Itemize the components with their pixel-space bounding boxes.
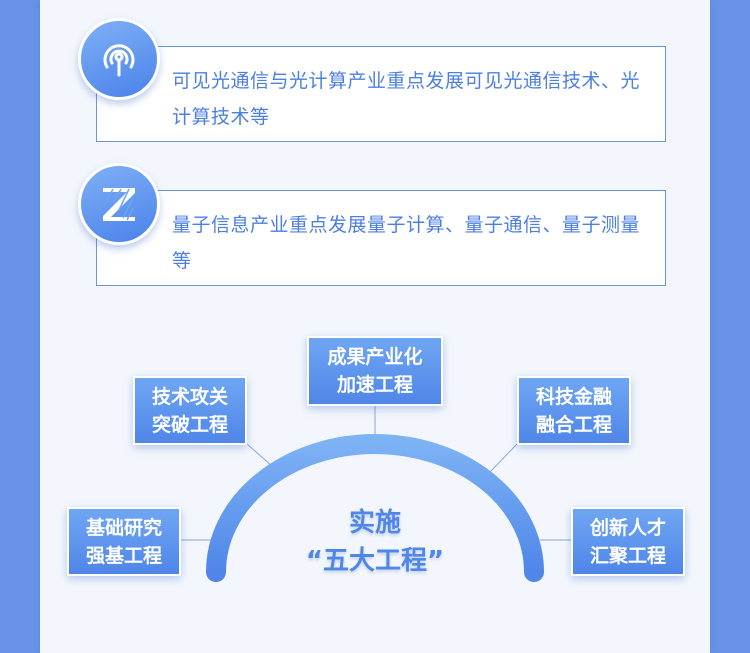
info-card-optical: 可见光通信与光计算产业重点发展可见光通信技术、光计算技术等 — [96, 46, 666, 142]
project-line1: 基础研究 — [85, 516, 162, 539]
card-text: 可见光通信与光计算产业重点发展可见光通信技术、光计算技术等 — [172, 70, 641, 128]
project-box: 基础研究强基工程 — [67, 507, 181, 576]
project-box: 成果产业化加速工程 — [307, 336, 443, 406]
project-box: 科技金融融合工程 — [517, 376, 631, 445]
quantum-z-icon — [78, 163, 160, 245]
project-box: 技术攻关突破工程 — [133, 376, 247, 445]
project-line2: 强基工程 — [85, 544, 162, 567]
arc — [206, 434, 544, 582]
project-line1: 科技金融 — [535, 385, 612, 408]
center-title-2: “五大工程” — [305, 546, 445, 576]
project-line2: 突破工程 — [151, 413, 228, 436]
card-text: 量子信息产业重点发展量子计算、量子通信、量子测量等 — [172, 214, 641, 272]
center-title-1: 实施 — [348, 508, 401, 538]
project-line2: 汇聚工程 — [589, 544, 666, 567]
signal-icon — [78, 18, 160, 100]
connector-lines — [181, 405, 571, 541]
project-line1: 创新人才 — [589, 516, 666, 539]
info-card-quantum: 量子信息产业重点发展量子计算、量子通信、量子测量等 — [96, 190, 666, 286]
project-line2: 加速工程 — [336, 374, 413, 396]
project-box: 创新人才汇聚工程 — [571, 507, 685, 576]
project-line1: 技术攻关 — [151, 385, 228, 408]
project-line1: 成果产业化 — [327, 346, 423, 368]
project-line2: 融合工程 — [535, 413, 612, 436]
